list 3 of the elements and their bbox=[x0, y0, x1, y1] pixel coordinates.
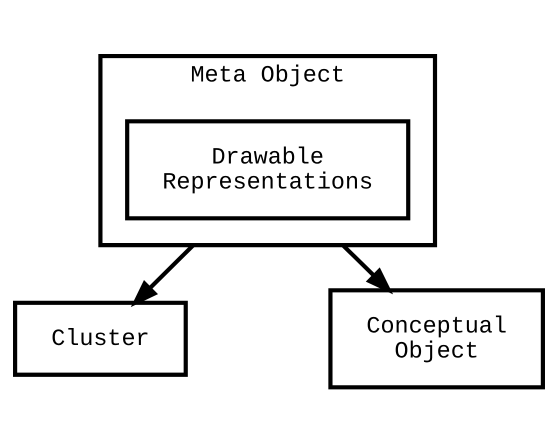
node-box: Drawable Representations bbox=[125, 119, 410, 220]
node-box: Conceptual Object bbox=[328, 288, 545, 390]
node-box: Cluster bbox=[13, 300, 188, 377]
